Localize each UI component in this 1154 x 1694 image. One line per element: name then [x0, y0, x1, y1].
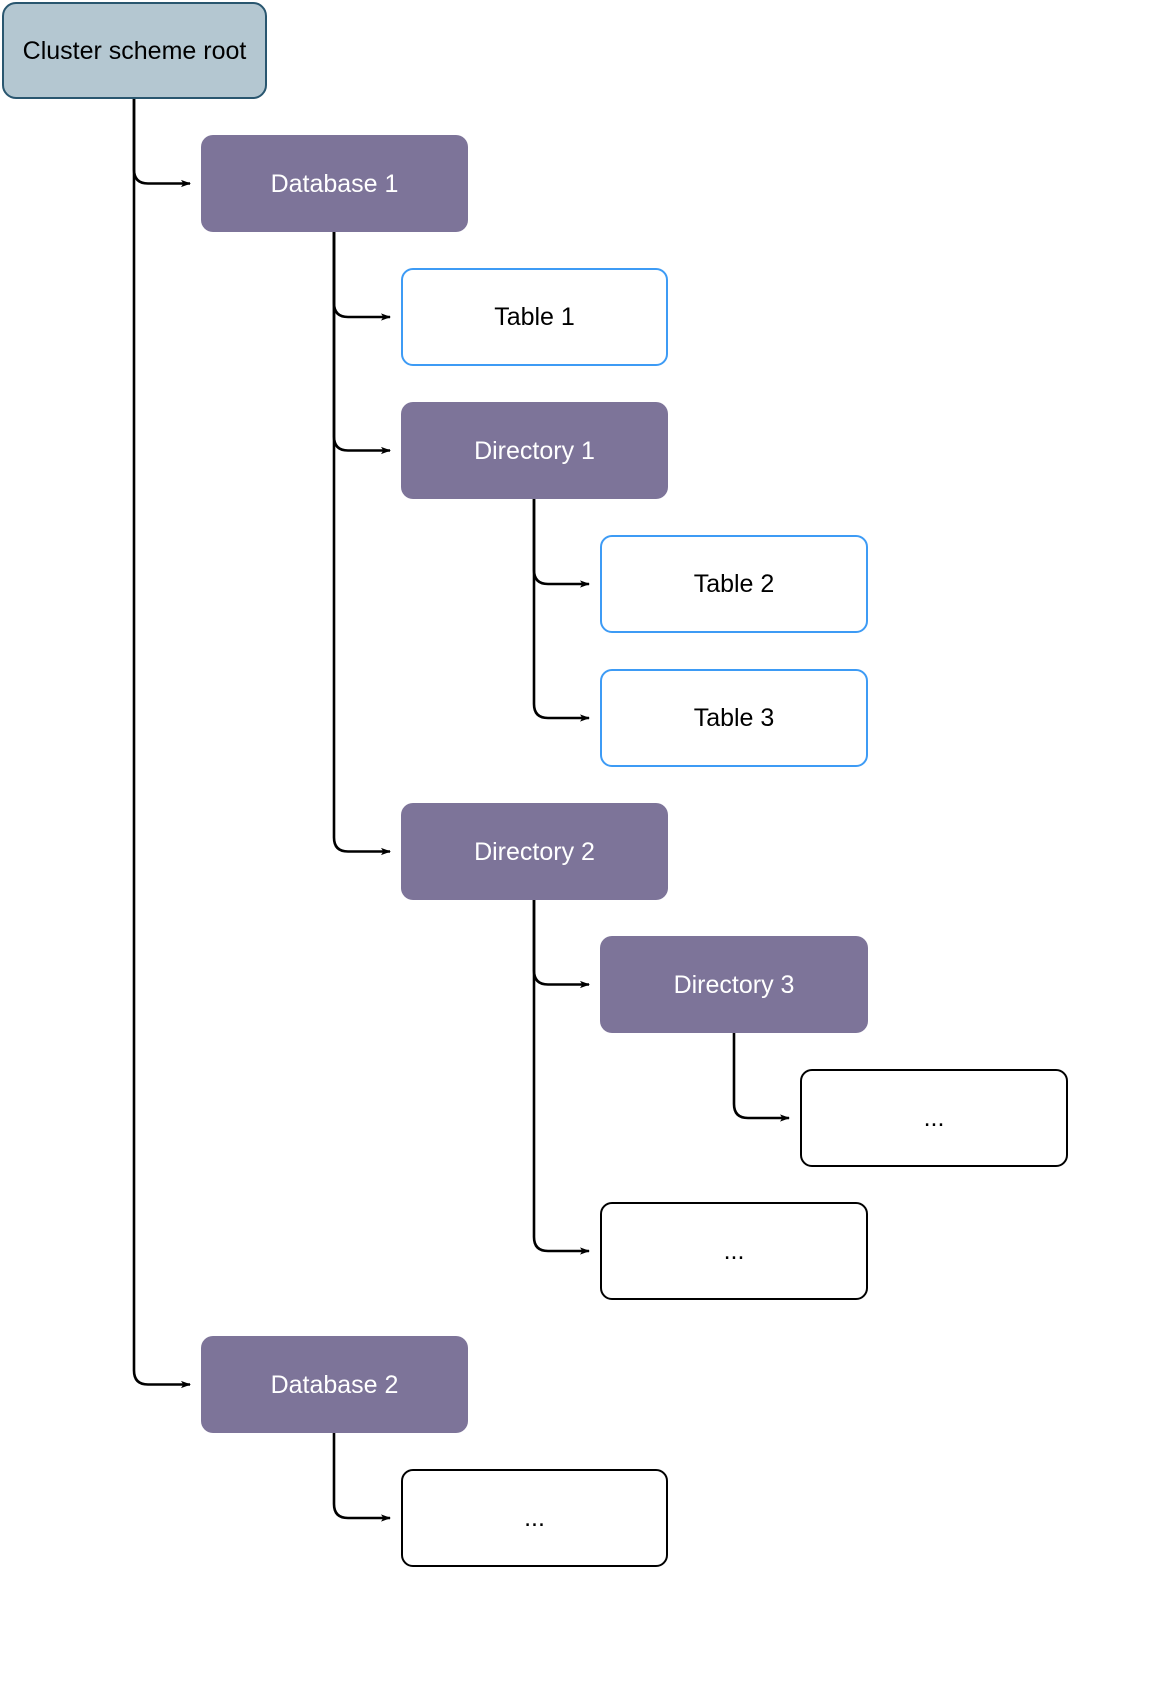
- node-label-more2: ...: [723, 1237, 745, 1265]
- node-label-db1: Database 1: [270, 169, 399, 198]
- edge-dir1-to-table3: [532, 499, 590, 722]
- edge-db1-to-dir1: [332, 232, 391, 455]
- node-label-table3: Table 3: [693, 704, 775, 732]
- node-label-dir1: Directory 1: [474, 436, 595, 465]
- node-label-dir3: Directory 3: [673, 970, 795, 999]
- edge-dir2-to-more2: [532, 900, 590, 1255]
- node-more2[interactable]: ...: [600, 1202, 868, 1300]
- node-label-root: Cluster scheme root: [22, 36, 247, 65]
- node-label-table2: Table 2: [693, 570, 775, 598]
- node-more3[interactable]: ...: [401, 1469, 668, 1567]
- node-db2[interactable]: Database 2: [201, 1336, 468, 1433]
- node-label-more3: ...: [524, 1504, 545, 1532]
- node-root[interactable]: Cluster scheme root: [2, 2, 267, 99]
- edge-db2-to-more3: [332, 1433, 391, 1522]
- node-table1[interactable]: Table 1: [401, 268, 668, 366]
- node-dir3[interactable]: Directory 3: [600, 936, 868, 1033]
- edge-db1-to-dir2: [332, 232, 391, 856]
- node-dir2[interactable]: Directory 2: [401, 803, 668, 900]
- node-label-db2: Database 2: [270, 1370, 399, 1399]
- node-more1[interactable]: ...: [800, 1069, 1068, 1167]
- edge-db1-to-table1: [332, 232, 391, 321]
- node-db1[interactable]: Database 1: [201, 135, 468, 232]
- node-label-dir2: Directory 2: [474, 837, 595, 866]
- edge-dir2-to-dir3: [532, 900, 590, 989]
- node-table3[interactable]: Table 3: [600, 669, 868, 767]
- node-table2[interactable]: Table 2: [600, 535, 868, 633]
- node-dir1[interactable]: Directory 1: [401, 402, 668, 499]
- node-label-table1: Table 1: [494, 303, 575, 331]
- edge-root-to-db1: [132, 99, 191, 188]
- edge-dir1-to-table2: [532, 499, 590, 588]
- edge-dir3-to-more1: [732, 1033, 790, 1122]
- node-label-more1: ...: [923, 1104, 945, 1132]
- edge-root-to-db2: [132, 99, 191, 1389]
